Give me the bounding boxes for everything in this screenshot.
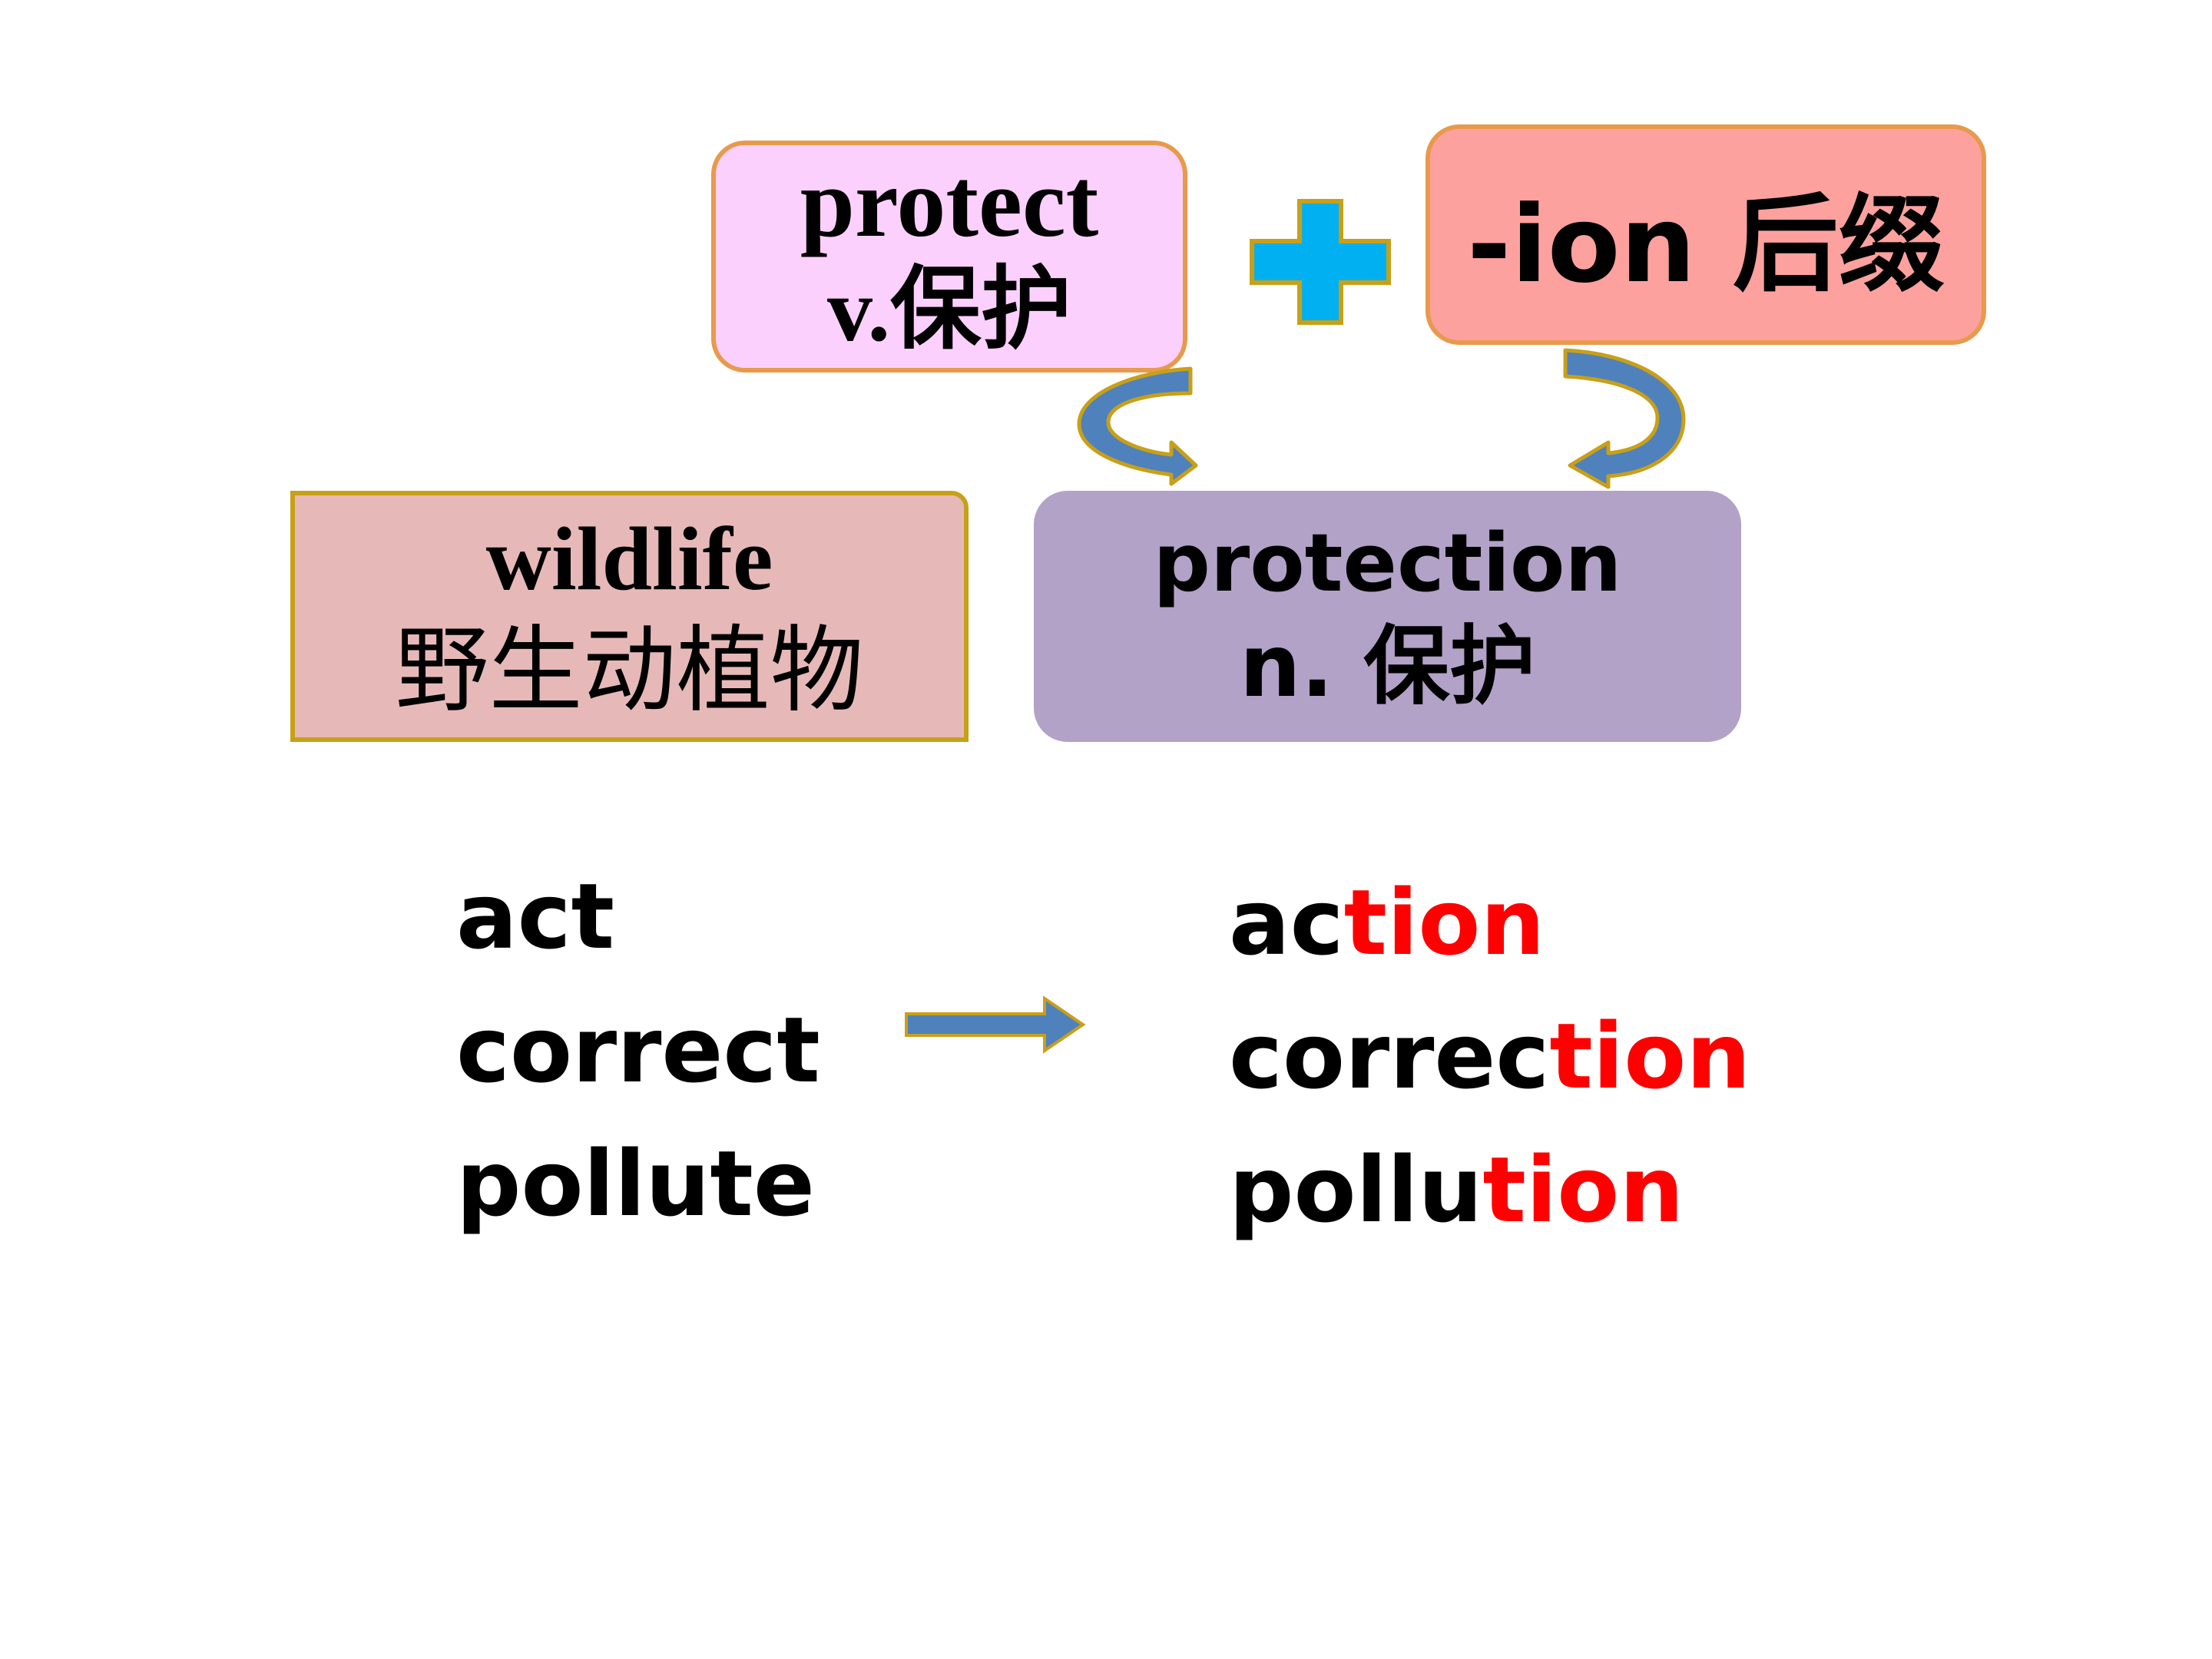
protection-gloss: n. 保护 <box>1239 616 1536 717</box>
derived-suffix: tion <box>1343 869 1545 975</box>
protection-word: protection <box>1153 515 1622 610</box>
derived-stem: ac <box>1229 869 1344 975</box>
curved-arrow-icon <box>1077 366 1198 486</box>
base-word: act <box>456 863 614 969</box>
protection-box: protection n. 保护 <box>1034 491 1741 742</box>
derived-stem: pollu <box>1229 1137 1483 1243</box>
curved-arrow-icon <box>1563 348 1686 489</box>
protect-word: protect <box>800 148 1099 257</box>
base-word-list: act correct pollute <box>456 849 820 1250</box>
base-word: pollute <box>456 1131 815 1237</box>
base-word: correct <box>456 997 820 1103</box>
protect-box: protect v.保护 <box>711 141 1187 373</box>
derived-stem: correc <box>1229 1003 1550 1109</box>
derived-word: pollution <box>1229 1123 1750 1257</box>
derived-word: action <box>1229 856 1750 989</box>
derived-suffix: tion <box>1482 1137 1684 1243</box>
right-arrow-icon <box>905 995 1086 1054</box>
derived-word-list: action correction pollution <box>1229 856 1750 1257</box>
plus-icon <box>1250 199 1391 325</box>
wildlife-word: wildlife <box>485 508 773 609</box>
protect-gloss: v.保护 <box>827 260 1071 360</box>
derived-suffix: tion <box>1549 1003 1751 1109</box>
suffix-label: -ion 后缀 <box>1467 182 1945 306</box>
suffix-box: -ion 后缀 <box>1426 124 1986 345</box>
derived-word: correction <box>1229 989 1750 1123</box>
wildlife-gloss: 野生动植物 <box>395 615 864 725</box>
wildlife-box: wildlife 野生动植物 <box>290 491 969 742</box>
